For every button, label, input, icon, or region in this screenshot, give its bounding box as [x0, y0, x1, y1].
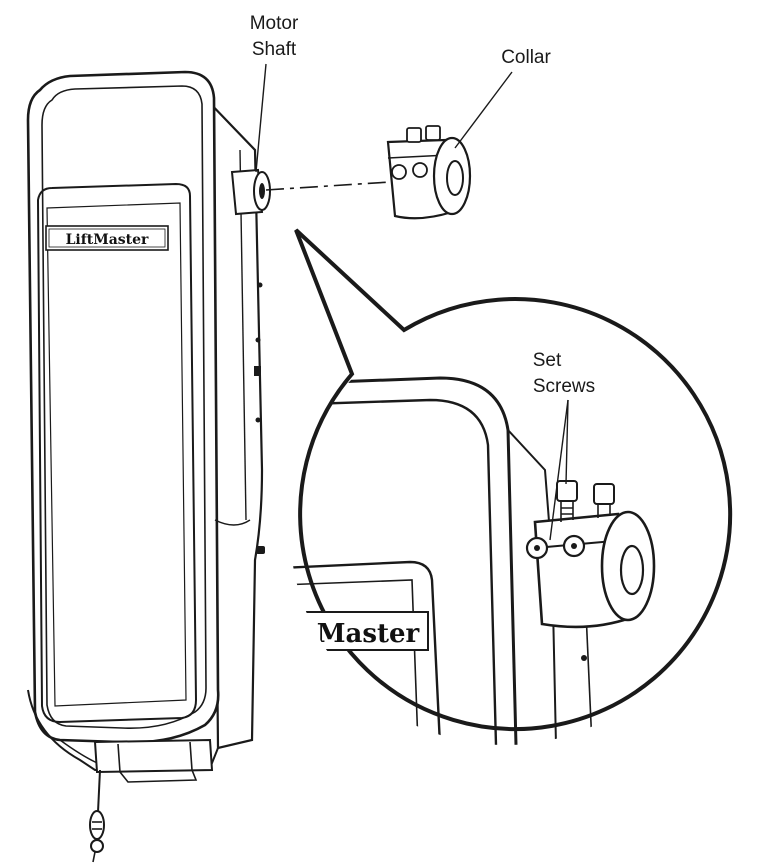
- svg-text:Set: Set: [533, 350, 562, 371]
- svg-text:Shaft: Shaft: [252, 39, 297, 60]
- label-motor-shaft: Motor Shaft: [250, 13, 299, 173]
- operator-housing: [26, 70, 271, 783]
- svg-text:Motor: Motor: [250, 13, 299, 34]
- svg-text:LiftMaster: LiftMaster: [66, 232, 149, 248]
- svg-text:Collar: Collar: [501, 47, 551, 68]
- liftmaster-logo: LiftMaster: [45, 225, 169, 251]
- detail-callout: Master: [290, 228, 733, 745]
- collar-detail: [525, 480, 656, 629]
- label-set-screws: Set Screws: [533, 350, 595, 541]
- release-cord-icon: [89, 769, 105, 863]
- set-screw-top: [556, 480, 615, 522]
- label-collar: Collar: [454, 47, 551, 149]
- motor-shaft: [230, 168, 271, 216]
- svg-text:Master: Master: [317, 619, 420, 649]
- svg-text:Screws: Screws: [533, 376, 595, 397]
- collar: [265, 125, 472, 220]
